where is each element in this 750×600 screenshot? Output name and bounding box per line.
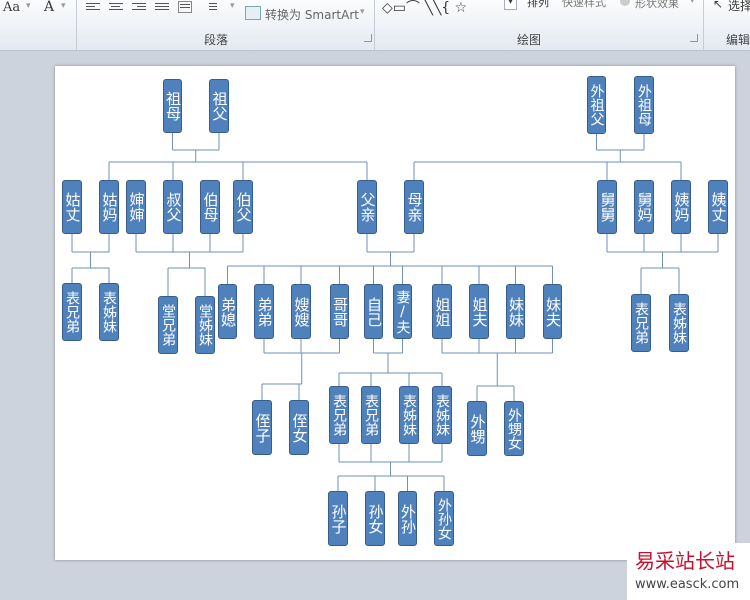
watermark-title: 易采站长站 [635,549,735,573]
member-box-gumu[interactable]: 姑妈 [99,180,119,234]
chevron-down-icon[interactable]: ▾ [26,1,31,11]
member-box-waizumu[interactable]: 外祖母 [634,76,654,134]
distributed-align-icon[interactable] [178,1,192,13]
member-box-jiejie[interactable]: 姐姐 [432,284,452,339]
member-box-fuqin[interactable]: 父亲 [357,180,377,234]
member-box-waizufu[interactable]: 外祖父 [587,76,606,134]
shape-effects-button[interactable]: 形状效果 [635,0,679,10]
member-box-bxd3[interactable]: 表兄弟 [329,386,349,444]
quick-styles-button[interactable]: 快速样式 [562,0,606,9]
align-right-icon[interactable] [132,1,146,13]
member-box-waisheng[interactable]: 外甥 [467,401,487,456]
smartart-icon [245,6,261,20]
member-box-bxd4[interactable]: 表兄弟 [361,386,381,444]
drawing-group-label: 绘图 [517,33,542,47]
arrange-button[interactable]: 排列 [527,0,549,9]
chevron-down-icon[interactable]: ▾ [61,1,66,11]
member-box-yizhang[interactable]: 姨丈 [708,180,728,234]
convert-smartart-button[interactable]: 转换为 SmartArt [265,8,359,22]
divider [374,0,375,50]
gallery-scroll-down-icon[interactable]: ▾ [504,0,517,10]
member-box-zumu[interactable]: 祖母 [163,79,182,133]
editing-group-label: 编辑 [726,33,750,47]
member-box-zufu[interactable]: 祖父 [209,79,229,133]
member-box-saosao[interactable]: 嫂嫂 [291,284,311,339]
member-box-qifu[interactable]: 妻/夫 [393,284,412,339]
align-center-icon[interactable] [109,1,123,13]
member-box-yima[interactable]: 姨妈 [671,180,691,234]
member-box-bzm1[interactable]: 表姊妹 [99,283,119,341]
dialog-launcher-icon[interactable] [690,34,698,42]
member-box-bzm4[interactable]: 表姊妹 [432,386,452,444]
shape-gallery-icon[interactable]: ◇▭⌒ ╲╲{ ☆ [382,0,468,16]
divider [76,0,77,50]
member-box-ziji[interactable]: 自己 [364,284,383,339]
chevron-down-icon[interactable]: ▾ [230,1,235,11]
change-case-button[interactable]: Aa [3,0,21,15]
member-box-meimei[interactable]: 妹妹 [506,284,525,339]
member-box-waisun[interactable]: 外孙 [398,491,417,546]
ribbon-toolbar: Aa ▾ A ▾ ▾ 转换为 SmartArt ▾ 段落 ◇▭⌒ ╲╲{ ☆ ▾… [0,0,750,51]
member-box-waisunnv[interactable]: 外孙女 [434,491,454,546]
member-box-guzhang[interactable]: 姑丈 [62,180,82,234]
member-box-sunzi[interactable]: 孙子 [328,491,348,546]
member-box-bzm3[interactable]: 表姊妹 [399,386,419,444]
member-box-meifu[interactable]: 妹夫 [543,284,562,339]
divider [703,0,704,50]
member-box-txd[interactable]: 堂兄弟 [158,296,178,354]
member-box-gege[interactable]: 哥哥 [330,284,349,339]
select-button[interactable]: 选择 [728,0,750,13]
member-box-dixi[interactable]: 弟媳 [218,284,237,339]
align-left-icon[interactable] [86,1,100,13]
columns-icon[interactable] [209,1,229,13]
member-box-sunnv[interactable]: 孙女 [365,491,385,546]
member-box-bofu[interactable]: 伯父 [233,180,253,234]
site-watermark: 易采站长站 www.easck.com [627,543,750,600]
font-color-button[interactable]: A [44,0,55,15]
shape-effects-icon [620,0,630,6]
justify-icon[interactable] [155,1,169,13]
watermark-url: www.easck.com [635,577,740,592]
member-box-didi[interactable]: 弟弟 [254,284,274,339]
member-box-jiefu[interactable]: 姐夫 [469,284,489,339]
member-box-bomu[interactable]: 伯母 [200,180,220,234]
member-box-muqin[interactable]: 母亲 [404,180,424,234]
chevron-down-icon[interactable]: ▾ [360,7,365,17]
member-box-shenshen[interactable]: 婶婶 [126,180,146,234]
member-box-bxd1[interactable]: 表兄弟 [62,283,82,341]
member-box-waishengnv[interactable]: 外甥女 [504,401,524,456]
member-box-jiuma[interactable]: 舅妈 [634,180,654,234]
dialog-launcher-icon[interactable] [364,34,372,42]
member-box-zhizi[interactable]: 侄子 [252,400,272,455]
member-box-zhinv[interactable]: 侄女 [289,400,309,455]
chevron-down-icon[interactable]: ▾ [690,0,695,6]
member-box-bxd2[interactable]: 表兄弟 [631,294,651,352]
member-box-jiujiu[interactable]: 舅舅 [597,180,617,234]
paragraph-group-label: 段落 [204,33,229,47]
member-box-shufu[interactable]: 叔父 [163,180,183,234]
member-box-bzm2[interactable]: 表姊妹 [669,294,689,352]
member-box-tzm[interactable]: 堂姊妹 [195,296,215,354]
cursor-icon: ↖ [713,0,724,11]
